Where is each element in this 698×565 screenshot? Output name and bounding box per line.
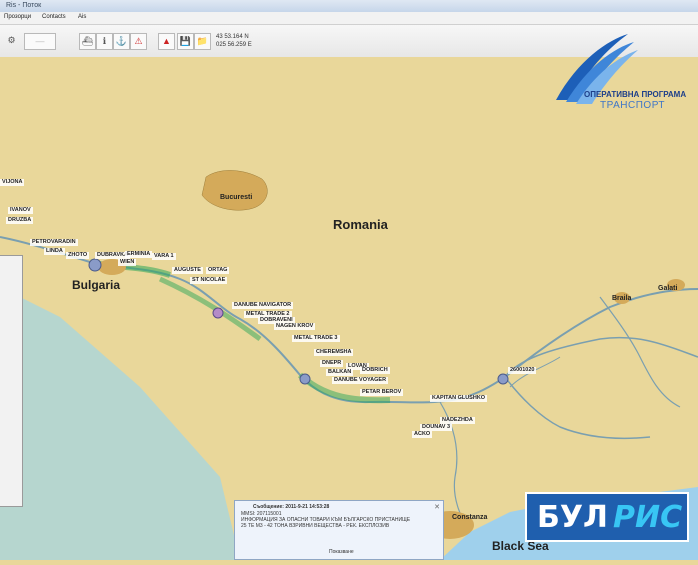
station-marker: [299, 373, 311, 385]
notification-title: Съобщение: 2011-9-21 14:53:28: [253, 504, 330, 510]
vessel-label[interactable]: DNEPR: [320, 360, 344, 367]
op-logo-text-2: ТРАНСПОРТ: [600, 100, 666, 111]
bucuresti-area: [201, 170, 268, 211]
vessel-label[interactable]: KAPITAN GLUSHKO: [430, 395, 488, 402]
ship-icon[interactable]: ⛴: [79, 33, 96, 50]
sea-west: [0, 287, 240, 560]
zoom-slider[interactable]: —: [24, 33, 56, 50]
map-view[interactable]: Bucuresti Romania Bulgaria Braila Galati…: [0, 57, 698, 560]
vessel-label[interactable]: ZHOTO: [66, 252, 90, 259]
coordinates-readout: 43 53.164 N 025 56.259 E: [216, 33, 252, 49]
vessel-label[interactable]: DOBRAVENI: [258, 317, 295, 324]
vessel-label[interactable]: DRUZBA: [6, 217, 34, 224]
op-logo-text-1: ОПЕРАТИВНА ПРОГРАМА: [584, 90, 687, 99]
vessel-label[interactable]: PETROVARADIN: [30, 239, 78, 246]
vessel-label[interactable]: DOBRICH: [360, 367, 390, 374]
country-bulgaria: Bulgaria: [72, 278, 121, 292]
notification-line: ИНФОРМАЦИЯ ЗА ОПАСНИ ТОВАРИ КЪМ БЪЛГАРСК…: [241, 517, 411, 523]
info-icon[interactable]: ℹ: [96, 33, 113, 50]
vessel-label[interactable]: LINDA: [44, 248, 65, 255]
folder-icon[interactable]: 📁: [194, 33, 211, 50]
map-canvas[interactable]: [0, 57, 698, 560]
vessel-label[interactable]: WIEN: [118, 259, 137, 266]
station-marker: [212, 307, 224, 319]
notification-popup[interactable]: ✕ Съобщение: 2011-9-21 14:53:28 MMSI: 20…: [234, 500, 444, 560]
bulris-logo: БУЛ РИС: [525, 492, 689, 542]
menu-item-windows[interactable]: Прозорци: [4, 14, 32, 20]
bulris-logo-part2: РИС: [613, 500, 683, 535]
delta-branch-2: [504, 336, 698, 378]
station-marker: [497, 373, 509, 385]
country-romania: Romania: [333, 217, 388, 232]
latitude-value: 43 53.164 N: [216, 34, 249, 40]
vessel-label[interactable]: ERMINIA: [125, 251, 153, 258]
bulris-logo-part1: БУЛ: [537, 500, 608, 535]
vessel-label[interactable]: CHEREMSHA: [314, 349, 354, 356]
city-galati: Galati: [658, 285, 678, 292]
title-bar: Ris - Поток: [0, 0, 698, 12]
black-sea-label: Black Sea: [492, 539, 549, 553]
vessel-label[interactable]: IVANOV: [8, 207, 33, 214]
galati-area: [667, 279, 685, 291]
side-panel[interactable]: [0, 255, 23, 507]
vessel-label[interactable]: VIJONA: [0, 179, 25, 186]
vessel-label[interactable]: DUBRAVKA: [95, 252, 131, 259]
window-title: Ris - Поток: [6, 2, 42, 9]
delta-branch-1: [504, 376, 651, 440]
vessel-label[interactable]: METAL TRADE 2: [244, 311, 292, 318]
longitude-value: 025 56.259 E: [216, 42, 252, 48]
vessel-label[interactable]: 26001020: [508, 367, 537, 374]
city-braila: Braila: [612, 295, 632, 302]
vessel-label[interactable]: VARA 1: [152, 253, 176, 260]
show-button[interactable]: Показване: [329, 549, 354, 555]
vessel-label[interactable]: DOUNAV 3: [420, 424, 453, 431]
menu-bar: Прозорци Contacts Ais: [0, 12, 698, 25]
city-bucuresti: Bucuresti: [220, 194, 253, 201]
alert-icon[interactable]: ⚠: [130, 33, 147, 50]
anchor-icon[interactable]: ⚓: [113, 33, 130, 50]
station-marker: [88, 258, 102, 272]
vessel-label[interactable]: BALKAN: [326, 369, 354, 376]
braila-area: [614, 292, 630, 304]
river-traffic-2: [158, 276, 262, 342]
vessel-icon[interactable]: ▲: [158, 33, 175, 50]
vessel-label[interactable]: METAL TRADE 3: [292, 335, 340, 342]
vessel-label[interactable]: DANUBE VOYAGER: [332, 377, 389, 384]
vessel-label[interactable]: ST NICOLAE: [190, 277, 228, 284]
settings-icon[interactable]: ⚙: [7, 35, 16, 45]
vessel-label[interactable]: DANUBE NAVIGATOR: [232, 302, 294, 309]
vessel-label[interactable]: PETAR BEROV: [360, 389, 404, 396]
vessel-label[interactable]: ACKO: [412, 431, 433, 438]
vessel-label[interactable]: ORTAG: [206, 267, 230, 274]
vessel-label[interactable]: LOVAN: [346, 363, 369, 370]
vessel-label[interactable]: NADEZHDA: [440, 417, 475, 424]
toolbar: ⚙ — ⛴ ℹ ⚓ ⚠ ▲ 💾 📁 43 53.164 N 025 56.259…: [0, 25, 698, 58]
op-transport-logo: [548, 30, 698, 114]
menu-item-contacts[interactable]: Contacts: [42, 14, 66, 20]
close-icon[interactable]: ✕: [434, 504, 440, 511]
op-swoosh-icon: [556, 34, 638, 104]
notification-line: 25 ТЕ М3 - 42 ТОНА ВЗРИВНИ ВЕЩЕСТВА - РЕ…: [241, 523, 390, 529]
notification-line: MMSI: 207115001: [241, 511, 282, 517]
menu-item-ais[interactable]: Ais: [78, 14, 87, 20]
delta-branch-3: [599, 296, 681, 408]
vessel-label[interactable]: AUGUSTE: [172, 267, 203, 274]
save-icon[interactable]: 💾: [177, 33, 194, 50]
city-constanza: Constanza: [452, 514, 488, 521]
vessel-label[interactable]: NAGEN KROV: [274, 323, 316, 330]
